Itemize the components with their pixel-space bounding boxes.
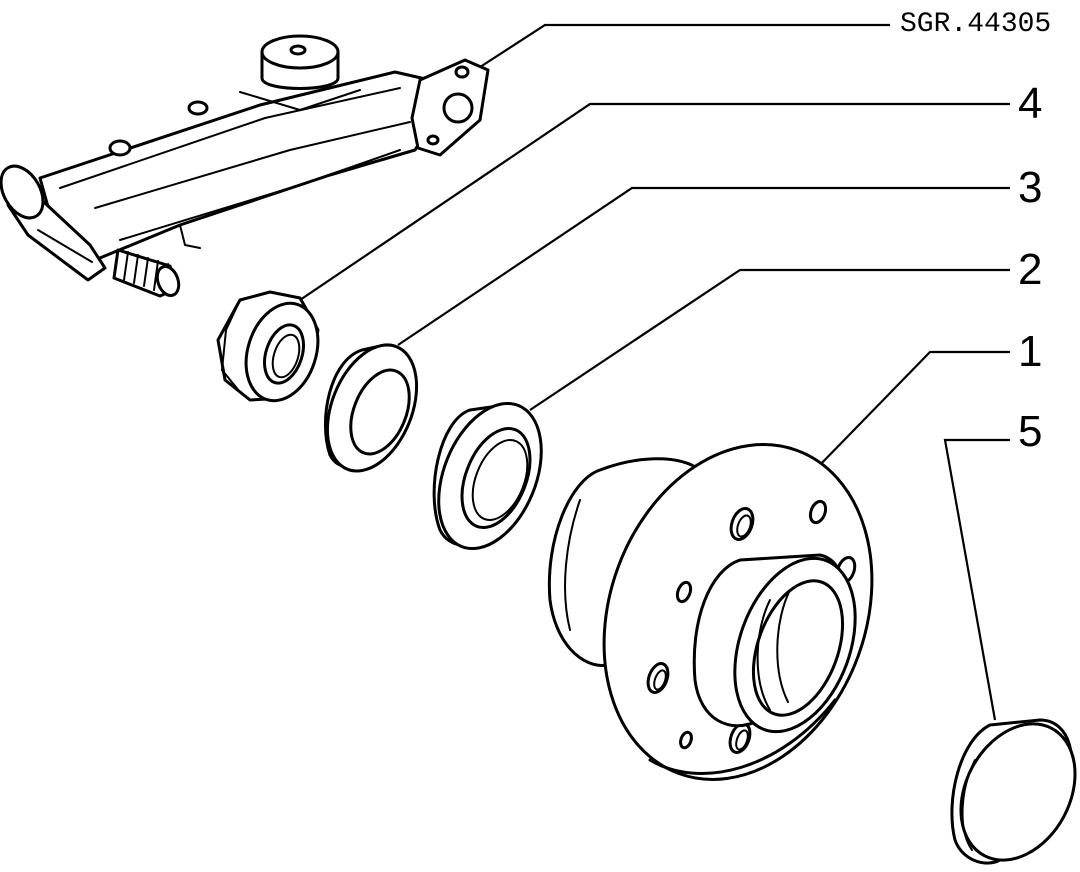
part-4-nut xyxy=(216,290,320,403)
part-1-wheel-hub xyxy=(547,443,874,781)
leader-1 xyxy=(814,350,1010,471)
part-3-washer xyxy=(323,343,419,473)
leader-ref-code xyxy=(459,23,890,81)
part-2-bearing-ring xyxy=(432,401,543,551)
reference-code: SGR.44305 xyxy=(900,9,1051,40)
leader-2 xyxy=(529,268,1010,411)
suspension-arm xyxy=(0,34,490,298)
leader-lines xyxy=(299,23,1010,721)
callout-4: 4 xyxy=(1018,79,1042,128)
leader-3 xyxy=(397,186,1010,346)
leader-4 xyxy=(299,102,1010,301)
part-5-grease-cap xyxy=(950,718,1077,865)
callout-3: 3 xyxy=(1018,163,1042,212)
callout-2: 2 xyxy=(1018,245,1042,294)
callout-5: 5 xyxy=(1018,407,1042,456)
callout-1: 1 xyxy=(1018,327,1042,376)
hub-bolt-holes xyxy=(646,499,857,754)
leader-5 xyxy=(943,438,1010,721)
